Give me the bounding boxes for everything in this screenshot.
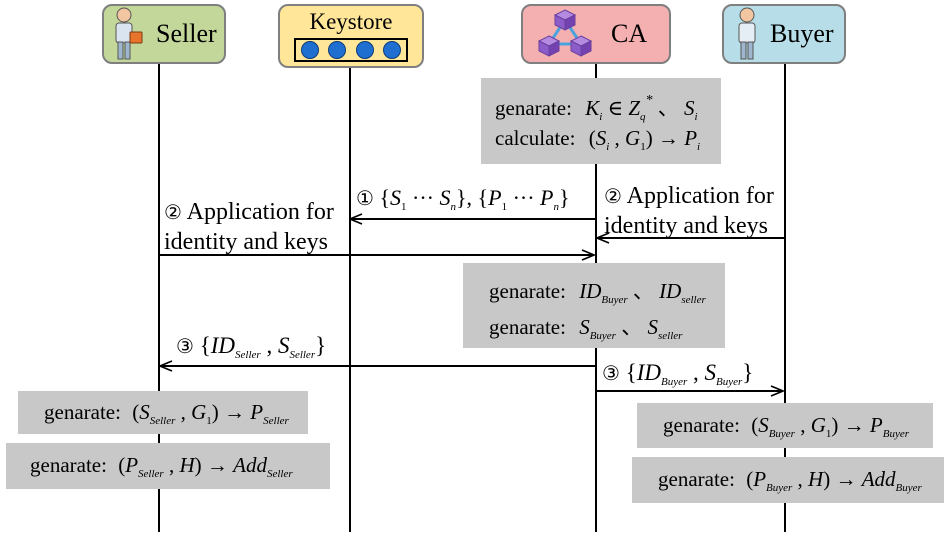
keystore-slot	[383, 41, 402, 59]
seller-actor: Seller	[102, 4, 226, 64]
buyer-lifeline	[784, 62, 786, 532]
buyer-actor: Buyer	[722, 4, 846, 64]
ca-actor: CA	[521, 4, 671, 64]
keystore-actor: Keystore	[278, 4, 424, 68]
buyer-address-box: genarate: (PBuyer , H) → AddBuyer	[632, 457, 944, 503]
ca-id-box: genarate: IDBuyer 、 IDseller genarate: S…	[463, 263, 725, 348]
buyer-label: Buyer	[770, 19, 834, 48]
keystore-slot	[355, 41, 374, 59]
seller-address-box: genarate: (PSeller , H) → AddSeller	[6, 443, 330, 489]
seller-pubkey-box: genarate: (SSeller , G1) → PSeller	[18, 391, 308, 434]
keystore-label: Keystore	[309, 9, 393, 34]
keystore-slot	[328, 41, 347, 59]
person-with-briefcase-icon	[110, 6, 144, 62]
ca-keygen-box: genarate: Ki ∈ Zq* 、 Si calculate: (Si ,…	[481, 78, 721, 164]
keystore-slot	[300, 41, 319, 59]
ca-label: CA	[611, 19, 648, 48]
msg3-seller-label: ③ {IDSeller , SSeller}	[176, 333, 327, 361]
msg1-label: ① {S1 ··· Sn}, {P1 ··· Pn}	[356, 185, 570, 213]
msg2-buyer-label: ② Application for identity and keys	[604, 183, 774, 239]
keystore-lifeline	[349, 62, 351, 532]
seller-lifeline	[158, 62, 160, 532]
msg3-buyer-label: ③ {IDBuyer , SBuyer}	[602, 360, 754, 388]
keystore-slots-icon	[294, 38, 408, 62]
msg2-seller-label: ② Application for identity and keys	[164, 199, 334, 255]
person-icon	[734, 6, 760, 62]
cubes-network-icon	[537, 8, 593, 60]
buyer-pubkey-box: genarate: (SBuyer , G1) → PBuyer	[637, 403, 933, 448]
seller-label: Seller	[156, 19, 217, 48]
